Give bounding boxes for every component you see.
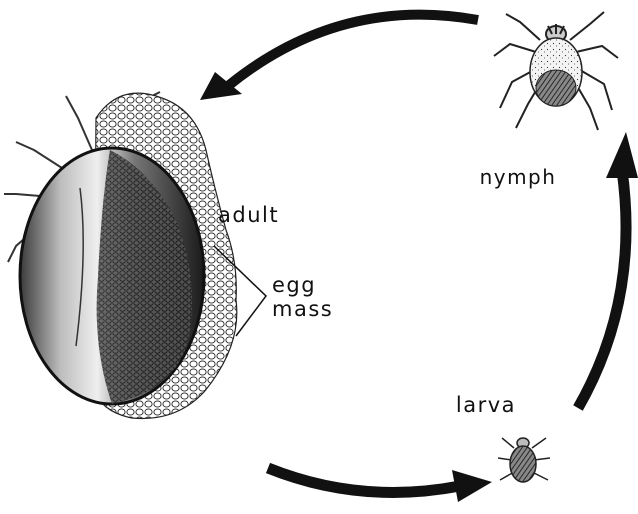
label-adult: adult <box>218 203 279 227</box>
tick-larva-icon <box>498 438 550 482</box>
arrow-adult-to-larva <box>268 468 492 502</box>
label-egg-mass-line2: mass <box>272 297 333 321</box>
arrow-larva-to-nymph <box>578 132 638 408</box>
label-egg-mass-line1: egg <box>272 273 316 297</box>
tick-adult-icon <box>4 92 237 418</box>
arrow-nymph-to-adult <box>200 15 478 100</box>
tick-nymph-icon <box>494 12 618 130</box>
label-nymph: nymph <box>480 165 557 189</box>
label-larva: larva <box>456 393 516 417</box>
